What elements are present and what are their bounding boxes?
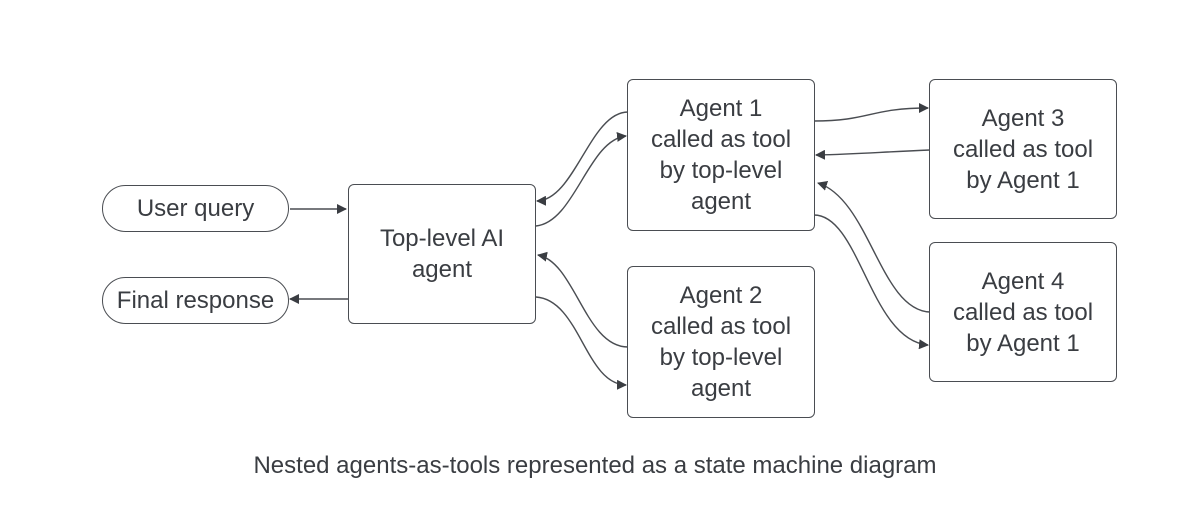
node-agent-3: Agent 3 called as tool by Agent 1 [929,79,1117,219]
node-user-query: User query [102,185,289,232]
edge-agent3-to-agent1 [815,149,931,160]
node-top-level-agent: Top-level AI agent [348,184,536,324]
edge-agent2-to-top [537,251,629,348]
node-agent-1-label: Agent 1 called as tool by top-level agen… [650,95,792,215]
edge-top-to-agent1 [535,131,627,227]
edge-agent1-to-top [536,111,629,206]
node-final-response: Final response [102,277,289,324]
diagram-caption: Nested agents-as-tools represented as a … [253,452,937,479]
node-agent-2-label: Agent 2 called as tool by top-level agen… [650,282,792,402]
edge-top-to-agent2 [535,296,627,390]
node-agent-1: Agent 1 called as tool by top-level agen… [627,79,815,231]
node-agent-4: Agent 4 called as tool by Agent 1 [929,242,1117,382]
node-top-level-agent-label: Top-level AI agent [379,225,505,283]
edge-agent1-to-agent3 [813,103,929,122]
edge-agent1-to-agent4 [813,214,929,350]
node-agent-2: Agent 2 called as tool by top-level agen… [627,266,815,418]
node-agent-3-label: Agent 3 called as tool by Agent 1 [952,104,1094,194]
edge-agent4-to-agent1 [817,181,931,313]
node-agent-4-label: Agent 4 called as tool by Agent 1 [952,267,1094,357]
node-user-query-label: User query [136,195,255,222]
node-final-response-label: Final response [116,287,275,314]
